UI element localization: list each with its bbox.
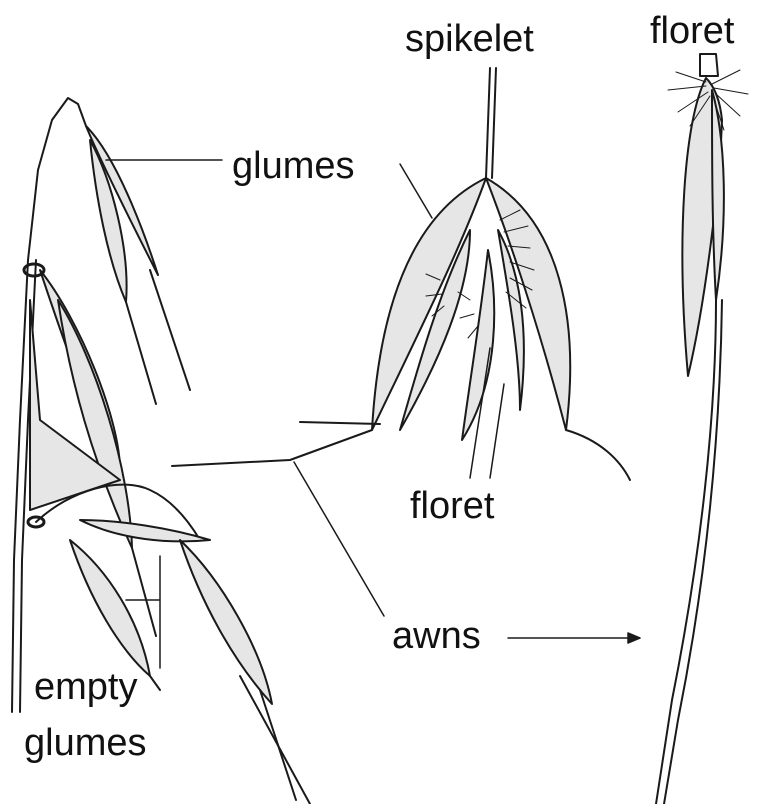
floret-mid-leader-2 [490,384,504,478]
top-spikelet-awn-2 [150,270,190,390]
spikelet-floret-2 [462,250,494,440]
lower-spikelet-glume-1 [70,540,150,676]
label-empty-glumes-line1: empty [34,668,137,706]
awns-arrow-head [628,633,640,643]
floret-rachilla [700,54,718,76]
floret-awn [656,300,716,804]
lower-spikelet-awn-1 [150,676,160,690]
spikelet-glume-leader [400,164,432,218]
lower-spikelet-awn-2 [240,676,310,804]
label-floret-top: floret [650,12,734,50]
lower-spikelet-glume-3 [180,540,272,704]
spikelet-pedicel [486,68,490,178]
label-glumes: glumes [232,147,355,185]
floret-drawing [656,54,748,804]
lower-spikelet-awn-3 [260,690,296,800]
main-stem [12,98,86,712]
spikelet-awn-left [172,430,372,466]
middle-spikelet-awn [132,548,156,636]
label-floret-middle: floret [410,487,494,525]
spikelet-drawing [172,68,630,480]
label-spikelet: spikelet [405,20,534,58]
label-awns: awns [392,617,481,655]
top-spikelet-awn-1 [126,302,156,404]
spikelet-awn-right [566,430,630,480]
awns-leader-1 [294,462,384,616]
spikelet-right-glume [486,178,570,430]
spikelet-pedicel-2 [492,68,496,178]
spikelet-awn-left-2 [300,422,380,424]
middle-spikelet-glume-2 [58,300,132,548]
lower-spikelet-glume-2 [80,520,210,541]
label-empty-glumes-line2: glumes [24,724,147,762]
